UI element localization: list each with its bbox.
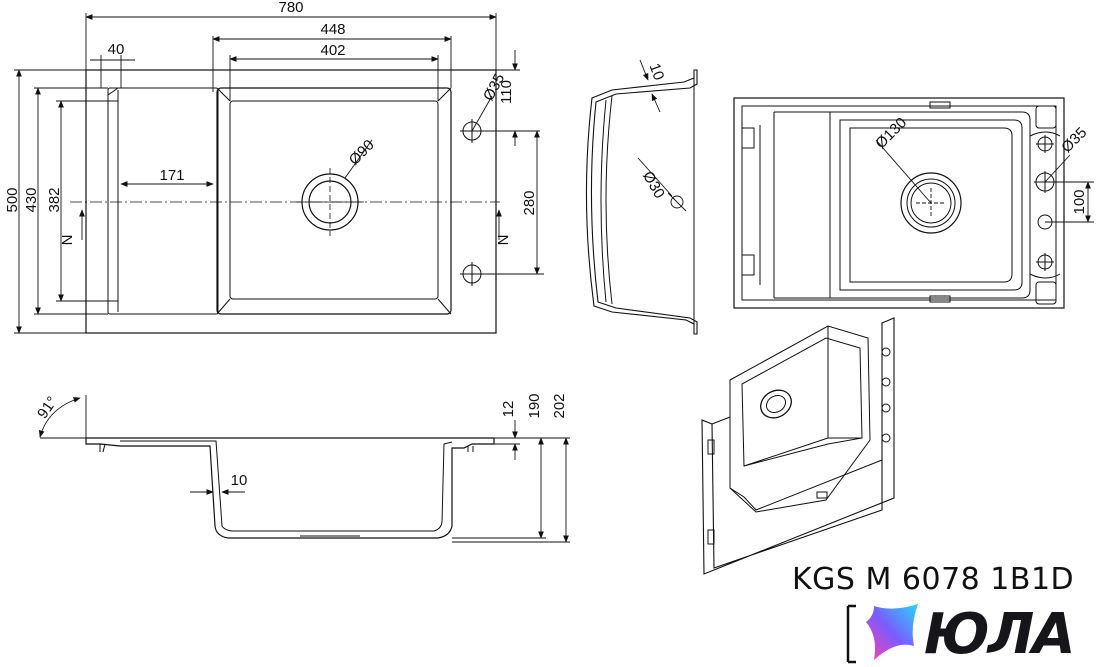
dim-40: 40 xyxy=(108,41,125,58)
dim-171: 171 xyxy=(159,167,184,184)
bottom-view-dimensions xyxy=(875,139,1094,223)
dim-12: 12 xyxy=(500,401,517,418)
dim-100: 100 xyxy=(1071,189,1088,214)
top-view-labels: 780 448 402 40 171 500 430 382 110 280 Ø… xyxy=(4,0,538,245)
dim-402: 402 xyxy=(320,42,345,59)
section-view xyxy=(85,437,495,539)
side-10-label: 10 xyxy=(646,61,668,82)
dia-90-label: Ø90 xyxy=(346,137,378,169)
dia-30-label: Ø30 xyxy=(639,168,668,201)
side-view xyxy=(585,69,698,335)
side-view-dimensions xyxy=(637,59,687,212)
dim-430: 430 xyxy=(23,187,40,212)
angle-91-label: 91° xyxy=(34,394,61,422)
dim-280: 280 xyxy=(521,190,538,215)
dim-448: 448 xyxy=(320,21,345,38)
section-labels: 91° 12 190 202 10 xyxy=(34,393,568,489)
dim-110: 110 xyxy=(498,80,515,104)
section-marker-left: N xyxy=(59,235,76,246)
wall-10-label: 10 xyxy=(231,472,248,489)
side-view-labels: 10 Ø30 xyxy=(639,61,668,201)
bottom-view xyxy=(733,97,1065,309)
isometric-view xyxy=(701,317,895,575)
brand-logo-icon xyxy=(846,604,918,664)
top-view xyxy=(85,69,497,334)
top-view-dimensions xyxy=(14,13,544,334)
section-marker-right: N xyxy=(495,235,512,246)
dim-202: 202 xyxy=(551,393,568,418)
dia-35-bottom-label: Ø35 xyxy=(1058,124,1090,156)
brand-name: ЮЛА xyxy=(924,602,1076,667)
bottom-view-labels: Ø130 Ø35 100 xyxy=(872,114,1090,214)
section-dimensions xyxy=(38,395,570,543)
dim-382: 382 xyxy=(46,187,63,212)
dim-780: 780 xyxy=(278,0,303,16)
dim-500: 500 xyxy=(4,187,21,212)
dim-190: 190 xyxy=(526,393,543,418)
model-name: KGS M 6078 1B1D xyxy=(792,562,1075,597)
